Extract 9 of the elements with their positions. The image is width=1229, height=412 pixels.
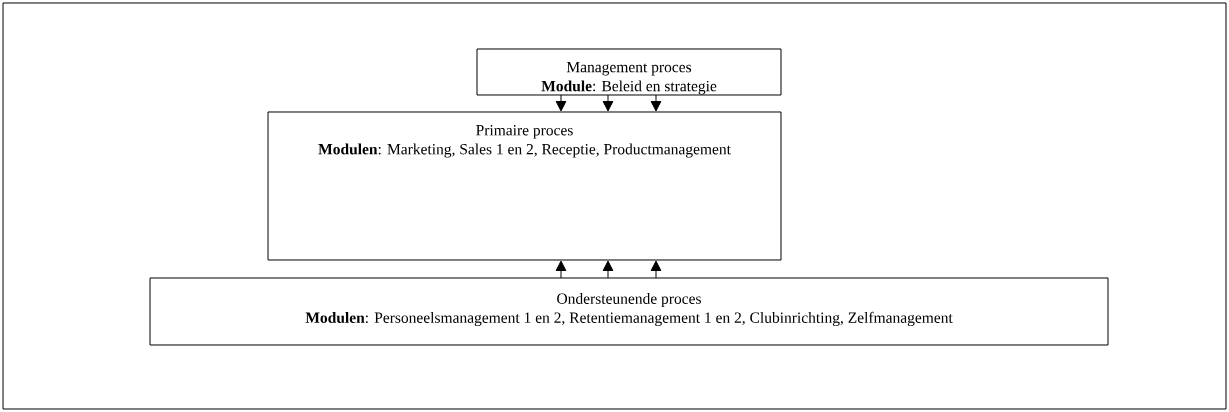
arrow — [555, 94, 567, 112]
process-box: Primaire proces Modulen: Marketing, Sales 1 en 2, Receptie, Productmanagement — [267, 111, 782, 261]
arrow — [650, 260, 662, 279]
process-box: Ondersteunende proces Modulen: Personeelsmanagement 1 en 2, Retentiemanagement 1 en 2, Clubinrichting, Zelfmanagement — [149, 277, 1109, 346]
process-box: Management proces Module: Beleid en strategie — [476, 48, 782, 96]
arrow — [602, 94, 614, 112]
arrow — [555, 260, 567, 279]
arrow — [650, 94, 662, 112]
arrow — [602, 260, 614, 279]
